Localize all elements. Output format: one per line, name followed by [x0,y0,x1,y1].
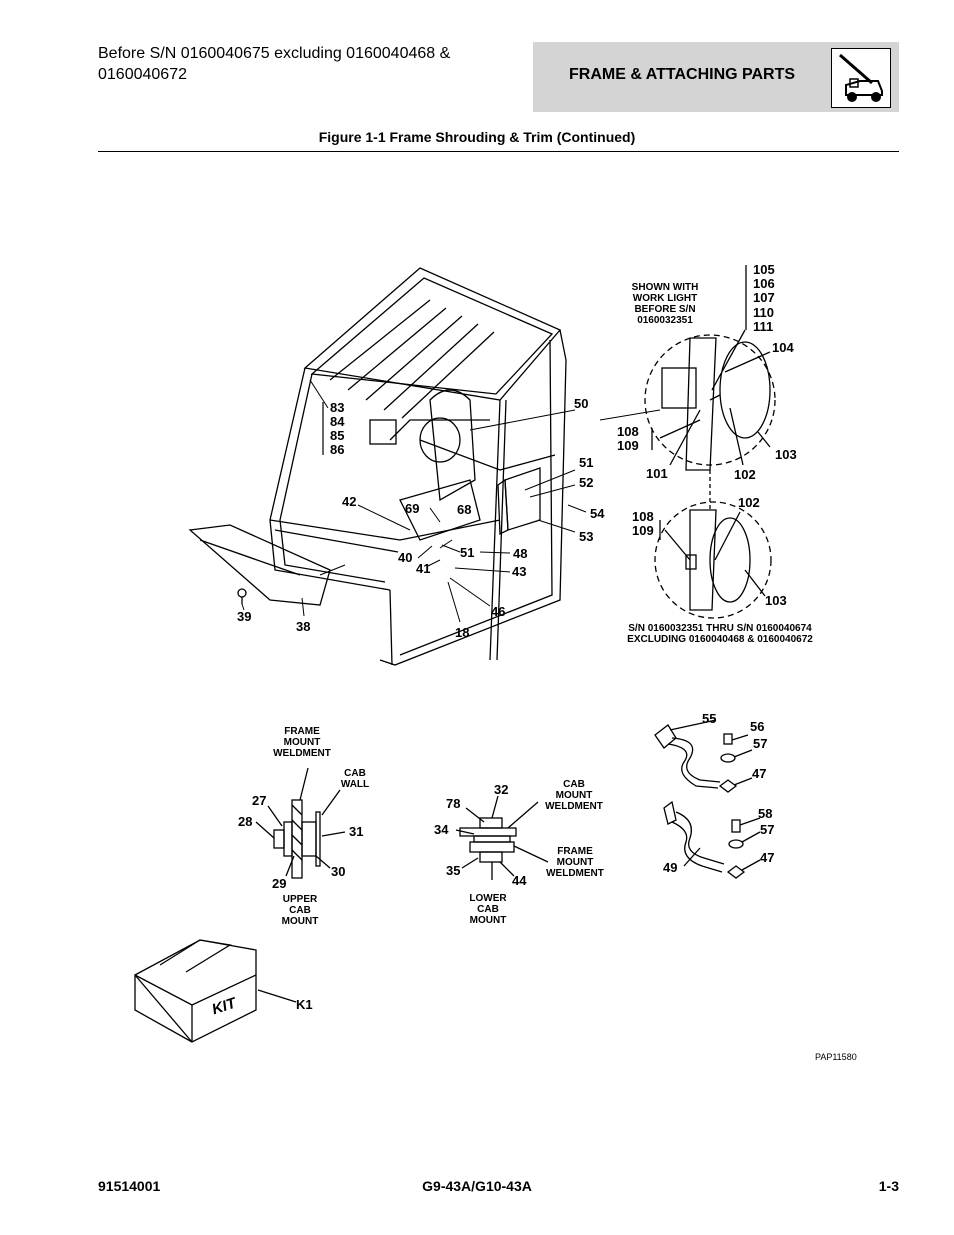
callout-103-lower: 103 [765,593,787,608]
front-shroud [188,524,331,606]
fastener-39 [237,588,247,604]
upper-cab-mount [255,767,346,879]
callout-51: 51 [579,455,594,470]
callout-86: 86 [330,442,345,457]
shown-with-work-light-note: SHOWN WITH WORK LIGHT BEFORE S/N 0160032… [631,282,699,326]
callout-42: 42 [342,494,357,509]
sn-range-detail [654,501,772,619]
cab-mount-weldment-note: CAB MOUNT WELDMENT [545,779,603,812]
callout-83: 83 [330,400,345,415]
callout-109: 109 [617,438,639,453]
frame-mount-weldment-lower-note: FRAME MOUNT WELDMENT [546,846,604,879]
cab-mirror [369,417,461,463]
cab-roof [303,267,562,419]
callout-102: 102 [734,467,756,482]
drawing-number: PAP11580 [815,1052,857,1062]
callout-69: 69 [405,501,420,516]
callout-56: 56 [750,719,765,734]
callout-28: 28 [238,814,253,829]
callout-53: 53 [579,529,594,544]
callout-47: 47 [752,766,767,781]
callout-106: 106 [753,276,775,291]
callout-35: 35 [446,863,461,878]
callout-44: 44 [512,873,527,888]
callout-52: 52 [579,475,594,490]
callout-50: 50 [574,396,589,411]
callout-54: 54 [590,506,605,521]
cab-wall-note: CAB WALL [340,768,370,790]
callout-108-lower: 108 [632,509,654,524]
callout-68: 68 [457,502,472,517]
figure-title: Figure 1-1 Frame Shrouding & Trim (Conti… [318,129,636,145]
callout-58: 58 [758,806,773,821]
callout-84: 84 [330,414,345,429]
callout-27: 27 [252,793,267,808]
callout-38: 38 [296,619,311,634]
operator-seat [399,389,481,541]
callout-31: 31 [349,824,364,839]
lower-cab-mount [455,795,549,880]
callout-109-lower: 109 [632,523,654,538]
callout-55: 55 [702,711,717,726]
header-rule [98,151,899,152]
callout-85: 85 [330,428,345,443]
callout-107: 107 [753,290,775,305]
callout-18: 18 [455,625,470,640]
callout-108: 108 [617,424,639,439]
upper-cab-mount-note: UPPER CAB MOUNT [281,894,319,927]
callout-51-lower: 51 [460,545,475,560]
ground-strap-lower [663,800,761,879]
serial-range-header: Before S/N 0160040675 excluding 01600404… [98,43,518,85]
callout-k1: K1 [296,997,313,1012]
callout-111: 111 [753,319,774,334]
footer-model: G9-43A/G10-43A [422,1178,532,1194]
section-title: FRAME & ATTACHING PARTS [569,66,796,83]
callout-48: 48 [513,546,528,561]
callout-57: 57 [753,736,768,751]
callout-40: 40 [398,550,413,565]
callout-41: 41 [416,561,431,576]
callout-32: 32 [494,782,509,797]
callout-105: 105 [753,262,775,277]
callout-47-lower: 47 [760,850,775,865]
cab-frame [269,329,567,666]
serial-line-1: Before S/N 0160040675 excluding 01600404… [98,45,451,62]
footer-part-number: 91514001 [98,1178,161,1194]
kit-box [133,939,297,1043]
callout-49: 49 [663,860,678,875]
footer-page-number: 1-3 [878,1178,899,1194]
callout-78: 78 [446,796,461,811]
serial-line-2: 0160040672 [98,66,187,83]
work-light-detail [644,265,776,510]
telehandler-icon [831,48,891,108]
callout-43: 43 [512,564,527,579]
callout-39: 39 [237,609,252,624]
callout-34: 34 [434,822,449,837]
callout-46: 46 [491,604,506,619]
callout-103: 103 [775,447,797,462]
callout-110: 110 [753,305,774,320]
ground-strap-upper [654,719,753,793]
lower-cab-mount-note: LOWER CAB MOUNT [469,893,507,926]
frame-mount-weldment-note: FRAME MOUNT WELDMENT [273,726,331,759]
callout-104: 104 [772,340,794,355]
callout-101: 101 [646,466,668,481]
control-box [497,467,541,536]
sn-range-note: S/N 0160032351 THRU S/N 0160040674 EXCLU… [627,623,813,645]
section-header-box: FRAME & ATTACHING PARTS [533,42,899,112]
callout-57-lower: 57 [760,822,775,837]
callout-30: 30 [331,864,346,879]
callout-102-lower: 102 [738,495,760,510]
callout-29: 29 [272,876,287,891]
cab-leader-lines [241,379,661,623]
